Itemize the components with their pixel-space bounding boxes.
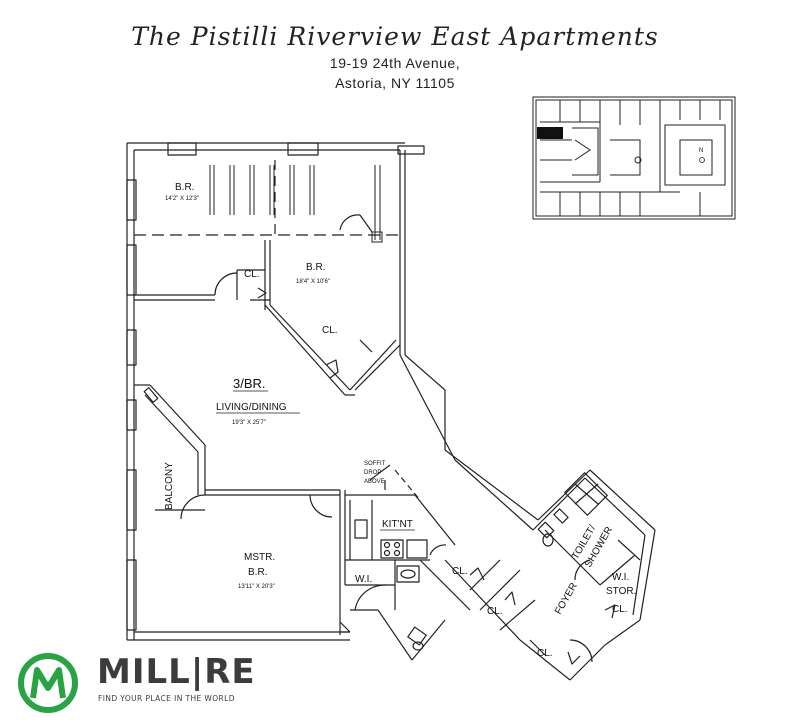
unit-type-label: 3/BR. (233, 376, 266, 391)
logo-tagline: FIND YOUR PLACE IN THE WORLD (98, 694, 235, 703)
master-bedroom-label-2: B.R. (248, 567, 267, 578)
wi-stor-label-1: W.I. (612, 572, 629, 583)
closet-5-label: CL. (537, 648, 553, 659)
bedroom-2-dims: 18'4" X 10'6" (296, 279, 330, 285)
bedroom-2-label: B.R. (306, 262, 325, 273)
building-title: The Pistilli Riverview East Apartments (131, 22, 659, 51)
living-dining-label: LIVING/DINING (216, 402, 287, 413)
millre-logo: MILL|RE FIND YOUR PLACE IN THE WORLD (15, 652, 275, 714)
walk-in-label: W.I. (355, 574, 372, 585)
closet-2-label: CL. (322, 325, 338, 336)
logo-wordmark: MILL|RE (97, 652, 256, 692)
wi-stor-label-2: STOR. (606, 586, 636, 597)
closet-1-label: CL. (244, 269, 260, 280)
closet-3-label: CL. (452, 566, 468, 577)
closet-6-label: CL. (612, 604, 628, 615)
soffit-line-1: SOFFIT (364, 461, 386, 467)
address-line-1: 19-19 24th Avenue, (329, 55, 461, 71)
master-bedroom-label: MSTR. (244, 552, 275, 563)
closet-4-label: CL. (487, 606, 503, 617)
kitchenette-label: KIT'NT (382, 519, 413, 530)
address-line-2: Astoria, NY 11105 (335, 75, 455, 91)
balcony-label: BALCONY (164, 462, 175, 510)
millre-logo-mark (18, 653, 78, 713)
soffit-line-3: ABOVE (364, 479, 385, 485)
foyer-label: FOYER (553, 581, 580, 616)
bedroom-1-label: B.R. (175, 182, 194, 193)
living-dining-dims: 19'3" X 25'7" (232, 420, 266, 426)
north-label: N (699, 148, 703, 154)
master-bedroom-dims: 13'11" X 20'3" (238, 584, 275, 590)
bedroom-1-dims: 14'2" X 12'3" (165, 196, 199, 202)
soffit-line-2: DROP (364, 470, 381, 476)
key-plan-unit-highlight (537, 127, 563, 139)
